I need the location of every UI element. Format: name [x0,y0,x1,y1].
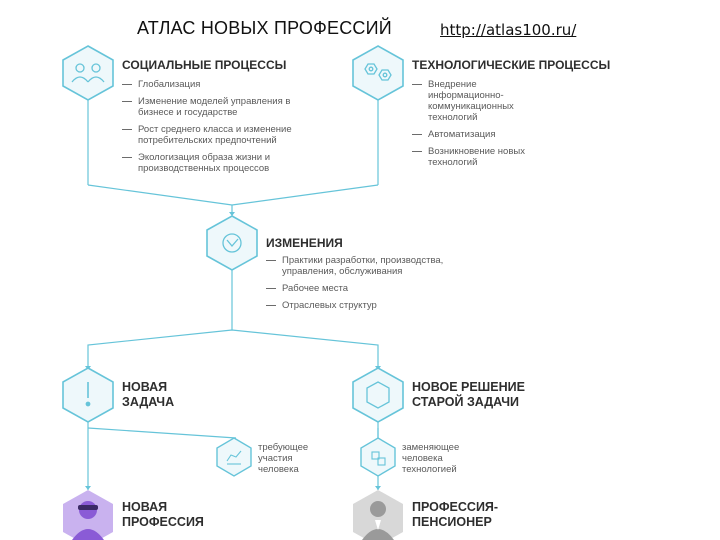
list-item: Изменение моделей управления в бизнесе и… [122,96,312,118]
new-task-heading: НОВАЯ ЗАДАЧА [122,380,175,409]
transform-icon [206,215,258,271]
new-profession-heading: НОВАЯ ПРОФЕССИЯ [122,500,204,529]
pensioner-profession-heading: ПРОФЕССИЯ- ПЕНСИОНЕР [412,500,499,529]
cycle-icon [352,367,404,423]
list-item: Автоматизация [412,129,542,140]
page-title: АТЛАС НОВЫХ ПРОФЕССИЙ [137,18,392,38]
social-heading: СОЦИАЛЬНЫЕ ПРОЦЕССЫ [122,58,287,72]
human-replacing-label: заменяющее человека технологией [402,442,460,475]
new-solution-heading: НОВОЕ РЕШЕНИЕ СТАРОЙ ЗАДАЧИ [412,380,525,409]
list-item: Возникновение новых технологий [412,146,542,168]
list-item: Экологизация образа жизни и производстве… [122,152,312,174]
exclamation-icon [62,367,114,423]
list-item: Рабочее места [266,283,476,294]
gray-person-avatar [353,490,403,540]
robot-hand-icon [360,437,396,477]
people-group-icon [62,45,114,101]
list-item: Рост среднего класса и изменение потреби… [122,124,312,146]
changes-list: Практики разработки, производства, управ… [266,255,476,317]
hand-icon [216,437,252,477]
gears-network-icon [352,45,404,101]
tech-list: Внедрение информационно-коммуникационных… [412,79,542,174]
purple-person-avatar [63,490,113,540]
social-list: Глобализация Изменение моделей управлени… [122,79,312,180]
tech-heading: ТЕХНОЛОГИЧЕСКИЕ ПРОЦЕССЫ [412,58,611,72]
list-item: Практики разработки, производства, управ… [266,255,476,277]
list-item: Отраслевых структур [266,300,476,311]
human-required-label: требующее участия человека [258,442,309,475]
list-item: Глобализация [122,79,312,90]
list-item: Внедрение информационно-коммуникационных… [412,79,542,123]
atlas-link[interactable]: http://atlas100.ru/ [440,21,577,39]
changes-heading: ИЗМЕНЕНИЯ [266,236,343,250]
